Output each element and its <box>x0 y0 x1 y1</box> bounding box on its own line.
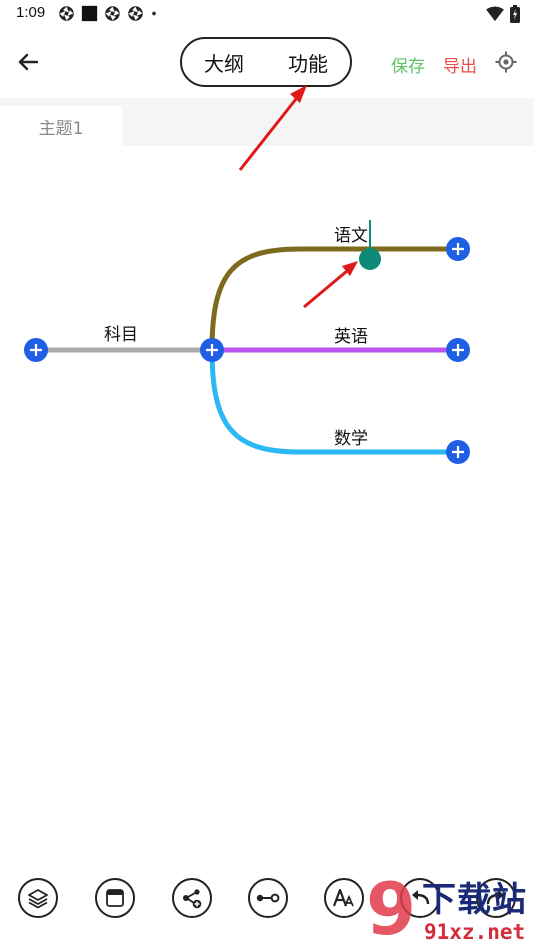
tab-topic-1[interactable]: 主题1 <box>0 106 122 146</box>
site-watermark: 9 下载站 91xz.net <box>362 868 534 950</box>
mindmap-lines <box>36 220 458 455</box>
battery-icon <box>510 5 520 23</box>
add-child-button-math[interactable] <box>446 440 470 464</box>
plus-icon <box>452 446 464 458</box>
node-label-english[interactable]: 英语 <box>334 327 368 347</box>
export-button[interactable]: 导出 <box>443 57 477 77</box>
status-bar: 1:09 <box>0 0 534 28</box>
font-size-button[interactable] <box>324 878 364 918</box>
undo-icon <box>412 890 430 905</box>
system-icons <box>486 5 520 23</box>
add-child-button-root[interactable] <box>200 338 224 362</box>
watermark-domain: 91xz.net <box>424 920 526 944</box>
add-child-button-english[interactable] <box>446 338 470 362</box>
redo-icon <box>486 890 504 905</box>
aperture-icon <box>105 6 120 21</box>
annotation-arrow-2 <box>303 261 358 309</box>
aperture-icon <box>128 6 143 21</box>
redo-button[interactable] <box>476 878 516 918</box>
branch-line-math[interactable] <box>209 349 458 455</box>
window-button[interactable] <box>95 878 135 918</box>
plus-icon <box>206 344 218 356</box>
back-button[interactable] <box>12 46 44 78</box>
window-icon <box>106 889 124 907</box>
arrow-left-icon <box>18 53 38 71</box>
node-label-chinese[interactable]: 语文 <box>334 226 368 246</box>
status-time: 1:09 <box>16 4 46 21</box>
aperture-icon <box>59 6 74 21</box>
segment-function[interactable]: 功能 <box>288 51 328 76</box>
segment-outline[interactable]: 大纲 <box>204 51 244 76</box>
save-button[interactable]: 保存 <box>391 57 425 77</box>
connect-line-button[interactable] <box>248 878 288 918</box>
plus-icon <box>452 344 464 356</box>
watermark-brand: 下载站 <box>422 880 527 920</box>
add-child-node-button[interactable] <box>172 878 212 918</box>
plus-icon <box>30 344 42 356</box>
plus-icon <box>452 243 464 255</box>
bottom-toolbar <box>0 872 534 928</box>
watermark-logo-icon: 9 <box>366 868 416 950</box>
top-toolbar: 大纲 功能 保存 导出 <box>0 28 534 98</box>
mindmap-canvas[interactable]: 科目 语文 英语 数学 <box>0 146 534 856</box>
locate-icon <box>495 51 517 73</box>
undo-button[interactable] <box>400 878 440 918</box>
branch-line-chinese[interactable] <box>209 246 458 351</box>
font-size-icon <box>332 888 354 907</box>
connect-line-icon <box>256 893 280 903</box>
wifi-icon <box>486 6 504 22</box>
dot-icon <box>152 11 156 16</box>
layers-button[interactable] <box>18 878 58 918</box>
view-mode-switch: 大纲 功能 <box>180 37 352 87</box>
add-parent-button[interactable] <box>24 338 48 362</box>
node-label-math[interactable]: 数学 <box>334 429 368 449</box>
watermark-logo-digit: 9 <box>366 868 416 950</box>
topic-tabstrip: 主题1 <box>0 98 534 146</box>
locate-button[interactable] <box>494 50 518 74</box>
layers-icon <box>28 889 48 909</box>
black-square-icon <box>81 5 98 22</box>
drag-handle[interactable] <box>359 248 381 270</box>
notification-icons <box>58 5 158 22</box>
add-child-node-icon <box>183 889 202 909</box>
node-label-root[interactable]: 科目 <box>104 325 138 345</box>
add-child-button-chinese[interactable] <box>446 237 470 261</box>
